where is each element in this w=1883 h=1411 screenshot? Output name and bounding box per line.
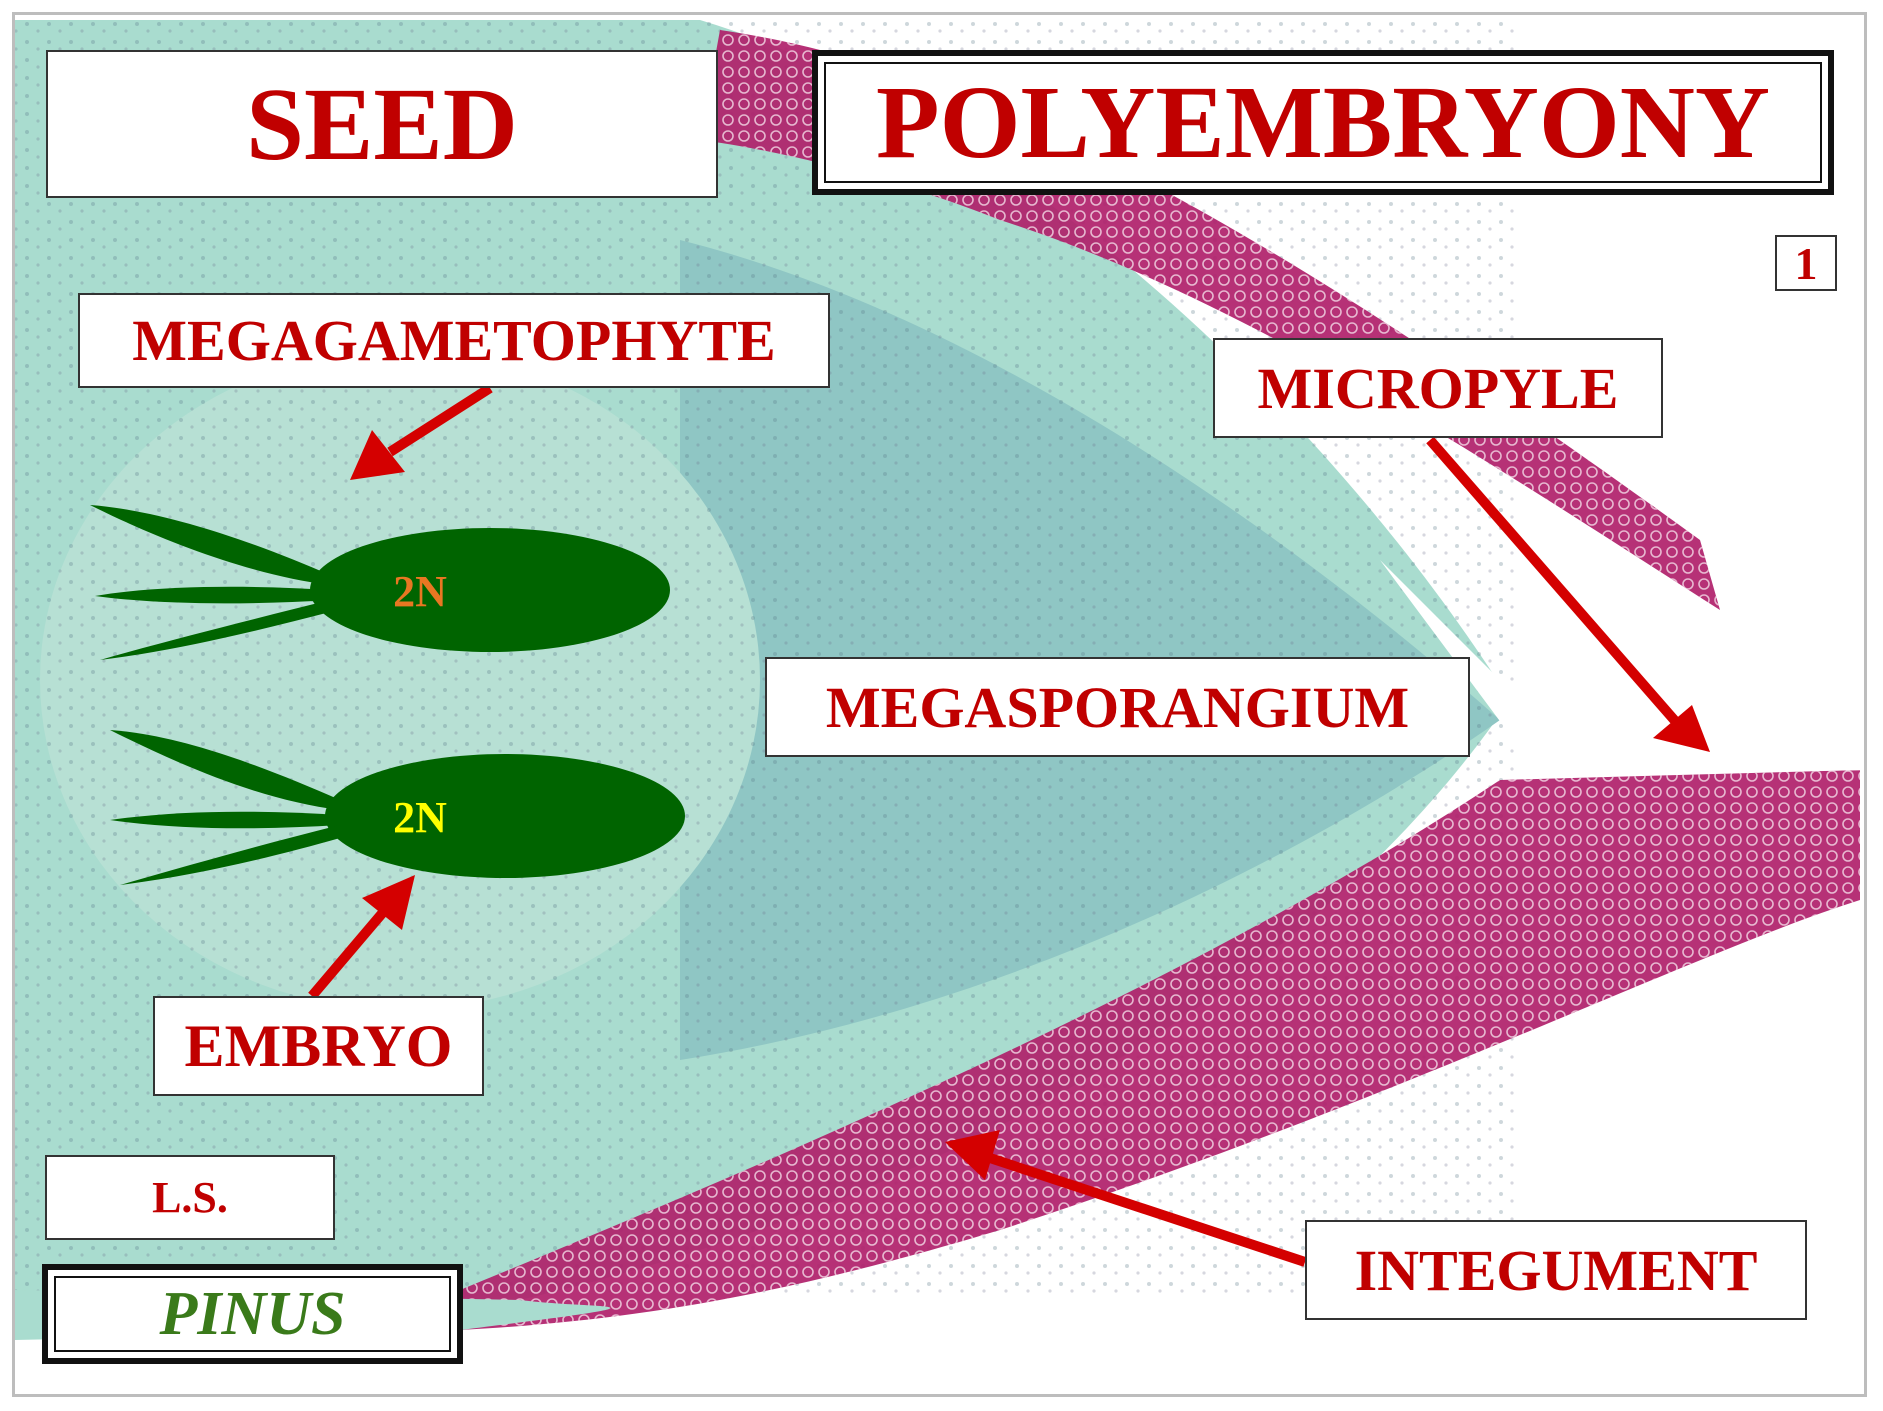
title-text: SEED	[246, 65, 518, 184]
slide-number-box: 1	[1775, 235, 1837, 291]
label-embryo-text: EMBRYO	[185, 1012, 453, 1081]
label-micropyle: MICROPYLE	[1213, 338, 1663, 438]
label-integument: INTEGUMENT	[1305, 1220, 1807, 1320]
slide-number: 1	[1795, 237, 1818, 290]
label-megasporangium-text: MEGASPORANGIUM	[826, 674, 1409, 741]
label-megagametophyte: MEGAGAMETOPHYTE	[78, 293, 830, 388]
embryo-2-ploidy-label: 2N	[393, 793, 447, 842]
label-micropyle-text: MICROPYLE	[1258, 355, 1619, 422]
label-section: L.S.	[45, 1155, 335, 1240]
label-embryo: EMBRYO	[153, 996, 484, 1096]
title-box: SEED	[46, 50, 718, 198]
label-integument-text: INTEGUMENT	[1355, 1237, 1758, 1304]
subtitle-box: POLYEMBRYONY	[812, 50, 1834, 195]
label-section-text: L.S.	[152, 1172, 228, 1223]
label-megagametophyte-text: MEGAGAMETOPHYTE	[132, 307, 775, 374]
embryo-1-ploidy-label: 2N	[393, 567, 447, 616]
label-genus: PINUS	[42, 1264, 463, 1364]
label-megasporangium: MEGASPORANGIUM	[765, 657, 1470, 757]
